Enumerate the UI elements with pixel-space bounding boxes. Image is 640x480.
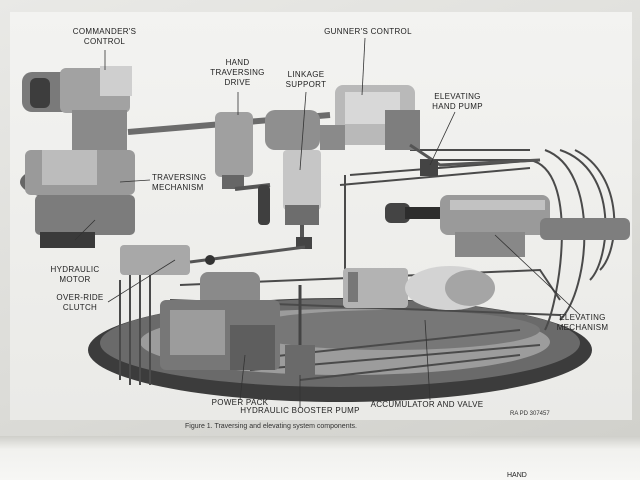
- power-pack-unit: [160, 272, 280, 370]
- override-clutch-unit: [120, 245, 306, 275]
- next-page-edge: [0, 436, 640, 480]
- label-gunners-control: GUNNER'S CONTROL: [324, 27, 412, 36]
- label-commanders-control: COMMANDER'S CONTROL: [72, 27, 137, 46]
- label-power-pack: POWER PACK: [211, 398, 269, 407]
- label-hydraulic-motor: HYDRAULIC MOTOR: [50, 265, 100, 284]
- elevating-hand-pump-unit: [409, 143, 541, 176]
- turret-platform-shadow: [240, 310, 540, 350]
- leader-lines: [74, 37, 581, 408]
- label-override-clutch: OVER-RIDE CLUTCH: [56, 293, 104, 312]
- label-hand-traversing-drive: HAND TRAVERSING DRIVE: [210, 58, 265, 87]
- label-elevating-mechanism: ELEVATING MECHANISM: [556, 313, 609, 332]
- commanders-control-unit: [22, 66, 132, 155]
- traversing-mechanism-unit: [20, 150, 135, 248]
- reference-number: RA PD 307457: [510, 411, 550, 417]
- gunners-control-unit: [320, 85, 420, 150]
- next-page-text: HAND: [507, 472, 527, 479]
- accumulator-and-valve-unit: [343, 266, 495, 310]
- linkage-support-unit: [265, 110, 321, 249]
- label-traversing-mechanism: TRAVERSING MECHANISM: [152, 173, 207, 192]
- hydraulic-booster-pump-unit: [285, 285, 315, 375]
- label-accumulator-and-valve: ACCUMULATOR AND VALVE: [370, 400, 484, 409]
- label-elevating-hand-pump: ELEVATING HAND PUMP: [432, 92, 483, 111]
- label-linkage-support: LINKAGE SUPPORT: [285, 70, 327, 89]
- elevating-mechanism-unit: [385, 195, 630, 257]
- label-hydraulic-booster-pump: HYDRAULIC BOOSTER PUMP: [240, 406, 360, 415]
- figure-caption: Figure 1. Traversing and elevating syste…: [185, 423, 357, 430]
